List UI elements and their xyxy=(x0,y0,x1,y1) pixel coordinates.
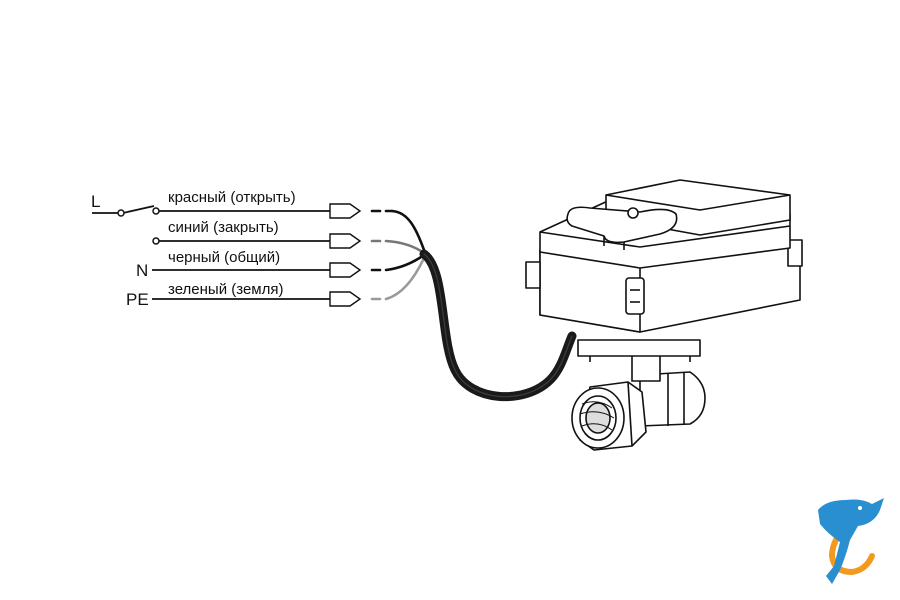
switch-contact-icon xyxy=(117,207,160,245)
terminal-n-label: N xyxy=(136,261,148,280)
supply-lines xyxy=(92,205,330,300)
wire-ends xyxy=(370,209,426,301)
terminal-l-label: L xyxy=(91,192,100,211)
wire-label-blue: синий (закрыть) xyxy=(168,219,279,236)
wire-label-black: черный (общий) xyxy=(168,249,280,266)
wire-label-green: зеленый (земля) xyxy=(168,281,284,298)
terminal-pe-label: PE xyxy=(126,290,149,309)
wire-label-red: красный (открыть) xyxy=(168,189,296,206)
motorized-ball-valve-icon xyxy=(525,179,803,451)
connector-arrow-icon xyxy=(329,203,362,307)
dolphin-logo-icon xyxy=(818,498,884,584)
